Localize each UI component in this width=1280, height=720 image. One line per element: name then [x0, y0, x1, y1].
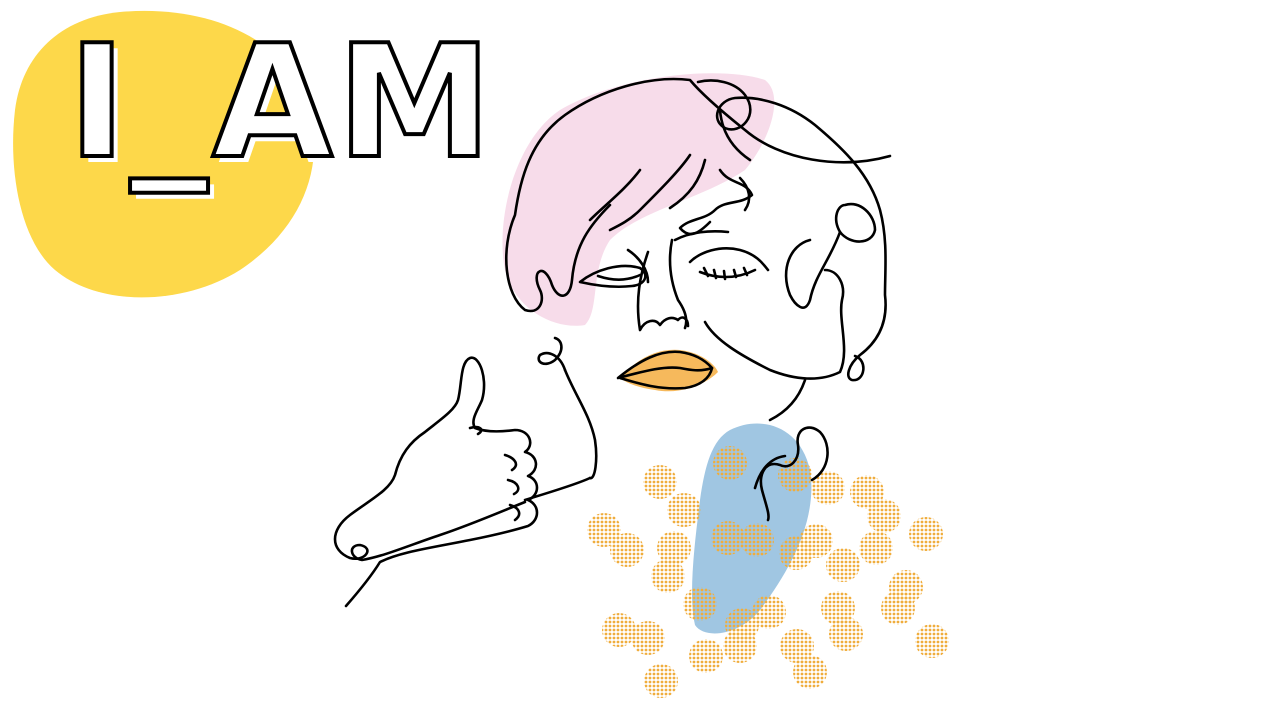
hair-color-blob	[502, 73, 775, 326]
line-drawing	[333, 77, 892, 608]
page-title: I_AM	[66, 11, 497, 193]
title-area: I_AM	[0, 0, 494, 320]
dot-pattern-circles	[587, 446, 949, 698]
